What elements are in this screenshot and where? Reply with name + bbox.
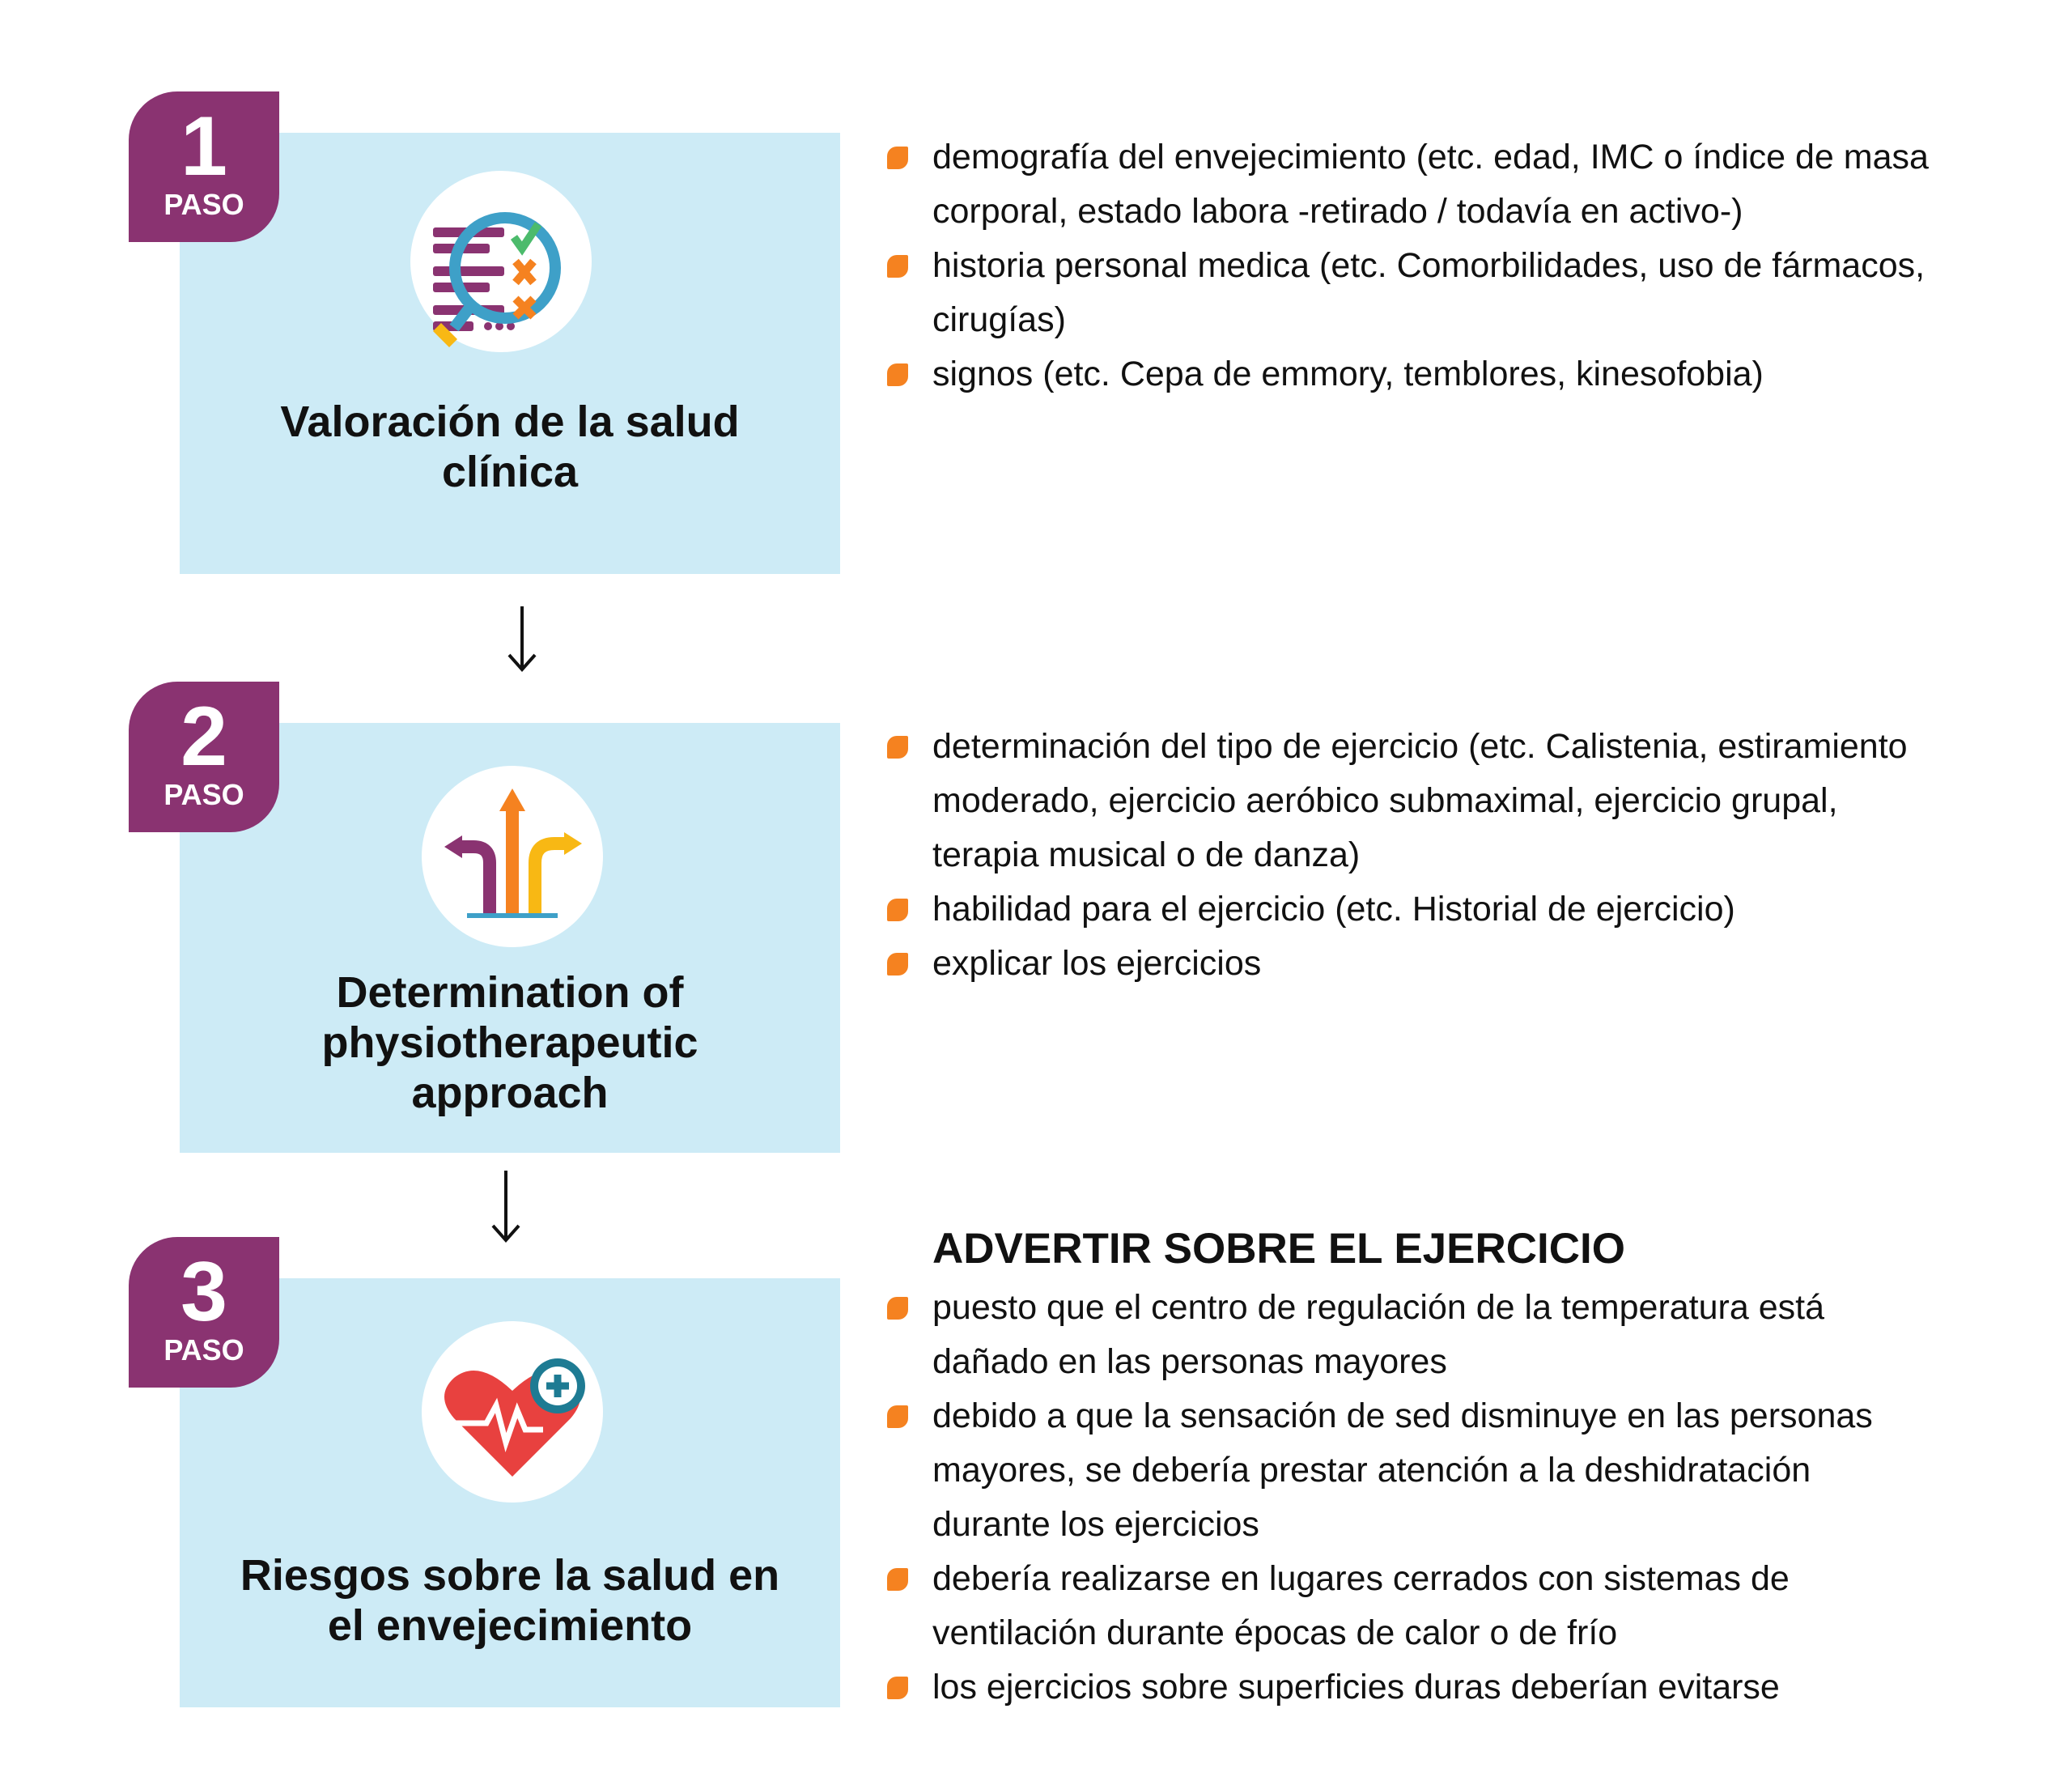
title-line: approach xyxy=(411,1069,609,1117)
title-line: el envejecimiento xyxy=(327,1601,693,1650)
bullet-text: debería realizarse en lugares cerrados c… xyxy=(932,1559,1790,1598)
bullet-icon xyxy=(887,1568,908,1591)
step-3-bullets: puesto que el centro de regulación de la… xyxy=(887,1281,1873,1715)
arrow-down-icon xyxy=(507,606,537,673)
heart-health-icon xyxy=(422,1321,603,1503)
title-line: physiotherapeutic xyxy=(321,1018,698,1067)
bullet-text: cirugías) xyxy=(932,300,1066,339)
list-item: debería realizarse en lugares cerrados c… xyxy=(887,1552,1873,1660)
bullet-text: determinación del tipo de ejercicio (etc… xyxy=(932,727,1908,766)
step-2-badge: 2 PASO xyxy=(129,682,279,832)
bullet-text: signos (etc. Cepa de emmory, temblores, … xyxy=(932,355,1764,393)
step-1-badge: 1 PASO xyxy=(129,91,279,242)
step-label: PASO xyxy=(163,1333,244,1367)
step-label: PASO xyxy=(163,188,244,221)
bullet-text: puesto que el centro de regulación de la… xyxy=(932,1288,1825,1327)
bullet-text: durante los ejercicios xyxy=(932,1505,1259,1544)
bullet-icon xyxy=(887,363,908,386)
list-item: los ejercicios sobre superficies duras d… xyxy=(887,1660,1873,1715)
list-item: signos (etc. Cepa de emmory, temblores, … xyxy=(887,347,1929,402)
bullet-icon xyxy=(887,1405,908,1428)
bullet-icon xyxy=(887,255,908,278)
list-item: habilidad para el ejercicio (etc. Histor… xyxy=(887,882,1908,937)
list-item: debido a que la sensación de sed disminu… xyxy=(887,1389,1873,1552)
warning-heading: ADVERTIR SOBRE EL EJERCICIO xyxy=(932,1225,1625,1273)
bullet-text: ventilación durante épocas de calor o de… xyxy=(932,1613,1618,1652)
step-2-bullets: determinación del tipo de ejercicio (etc… xyxy=(887,720,1908,991)
bullet-text: terapia musical o de danza) xyxy=(932,835,1361,874)
list-item: historia personal medica (etc. Comorbili… xyxy=(887,239,1929,347)
step-3-title: Riesgos sobre la salud en el envejecimie… xyxy=(180,1550,840,1651)
step-3-badge: 3 PASO xyxy=(129,1237,279,1388)
bullet-text: explicar los ejercicios xyxy=(932,944,1262,983)
list-item: puesto que el centro de regulación de la… xyxy=(887,1281,1873,1389)
bullet-text: debido a que la sensación de sed disminu… xyxy=(932,1396,1873,1435)
bullet-icon xyxy=(887,736,908,759)
bullet-icon xyxy=(887,1677,908,1699)
bullet-text: corporal, estado labora -retirado / toda… xyxy=(932,192,1743,231)
magnifier-checklist-icon xyxy=(410,171,592,352)
title-line: Riesgos sobre la salud en xyxy=(240,1551,780,1600)
step-number: 3 xyxy=(180,1245,227,1339)
step-2-title: Determination of physiotherapeutic appro… xyxy=(180,967,840,1118)
list-item: determinación del tipo de ejercicio (etc… xyxy=(887,720,1908,882)
bullet-text: demografía del envejecimiento (etc. edad… xyxy=(932,138,1929,176)
bullet-icon xyxy=(887,899,908,921)
bullet-text: historia personal medica (etc. Comorbili… xyxy=(932,246,1926,285)
step-1-bullets: demografía del envejecimiento (etc. edad… xyxy=(887,130,1929,402)
step-number: 1 xyxy=(180,100,227,193)
bullet-icon xyxy=(887,147,908,169)
title-line: Determination of xyxy=(336,968,684,1017)
step-label: PASO xyxy=(163,778,244,811)
bullet-text: los ejercicios sobre superficies duras d… xyxy=(932,1668,1780,1707)
direction-arrows-icon xyxy=(422,766,603,947)
list-item: explicar los ejercicios xyxy=(887,937,1908,991)
bullet-text: habilidad para el ejercicio (etc. Histor… xyxy=(932,890,1735,929)
bullet-icon xyxy=(887,1297,908,1320)
title-line: clínica xyxy=(441,448,579,496)
bullet-text: moderado, ejercicio aeróbico submaximal,… xyxy=(932,781,1838,820)
list-item: demografía del envejecimiento (etc. edad… xyxy=(887,130,1929,239)
step-1-title: Valoración de la salud clínica xyxy=(180,397,840,497)
arrow-down-icon xyxy=(491,1171,520,1243)
bullet-icon xyxy=(887,953,908,976)
title-line: Valoración de la salud xyxy=(280,397,740,446)
step-number: 2 xyxy=(180,690,227,784)
bullet-text: mayores, se debería prestar atención a l… xyxy=(932,1451,1811,1490)
bullet-text: dañado en las personas mayores xyxy=(932,1342,1447,1381)
